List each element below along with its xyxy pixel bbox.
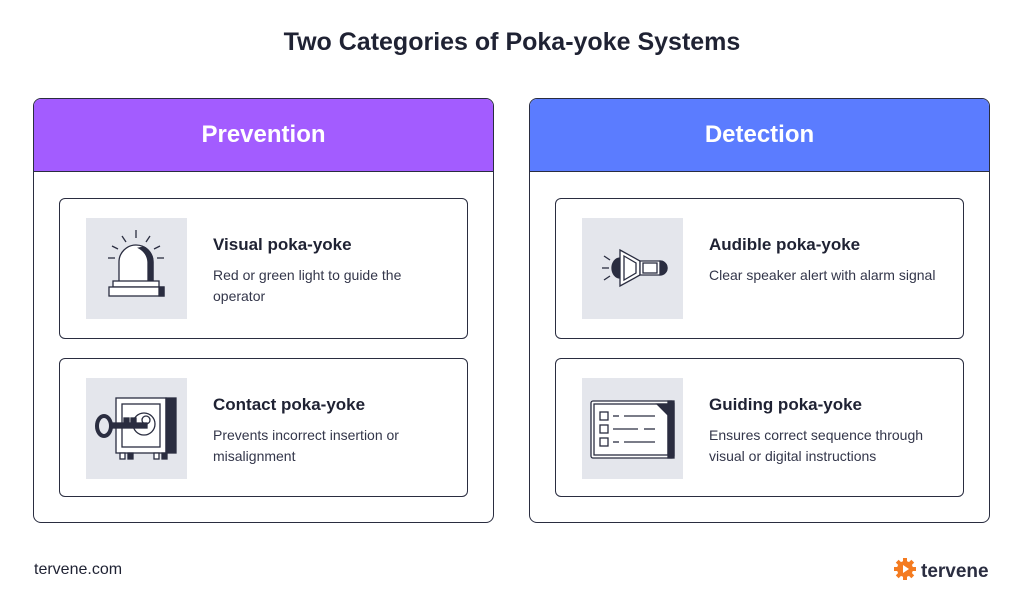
card-title: Audible poka-yoke [709, 235, 861, 254]
detection-panel: Detection Audible poka-yoke Clear speake… [529, 98, 990, 523]
tervene-logo: tervene [893, 557, 989, 586]
card-contact-poka-yoke: Contact poka-yoke Prevents incorrect ins… [59, 358, 468, 497]
prevention-heading: Prevention [34, 99, 493, 172]
card-title: Contact poka-yoke [213, 395, 366, 414]
card-description: Clear speaker alert with alarm signal [709, 267, 936, 283]
checklist-screen-icon [582, 378, 683, 479]
gear-play-icon [893, 557, 917, 586]
prevention-panel: Prevention Visual poka-yoke Red or green… [33, 98, 494, 523]
siren-light-icon [86, 218, 187, 319]
brand-name: tervene [921, 560, 989, 582]
card-description: Prevents incorrect insertion or misalign… [213, 427, 399, 464]
card-description: Ensures correct sequence through visual … [709, 427, 924, 464]
detection-heading: Detection [530, 99, 989, 172]
speaker-icon [582, 218, 683, 319]
card-audible-poka-yoke: Audible poka-yoke Clear speaker alert wi… [555, 198, 964, 339]
card-guiding-poka-yoke: Guiding poka-yoke Ensures correct sequen… [555, 358, 964, 497]
page-title: Two Categories of Poka-yoke Systems [283, 28, 741, 56]
key-safe-icon [86, 378, 187, 479]
card-title: Visual poka-yoke [213, 235, 352, 254]
card-description: Red or green light to guide the operator [213, 267, 402, 304]
footer-url[interactable]: tervene.com [34, 561, 123, 578]
card-visual-poka-yoke: Visual poka-yoke Red or green light to g… [59, 198, 468, 339]
card-title: Guiding poka-yoke [709, 395, 863, 414]
